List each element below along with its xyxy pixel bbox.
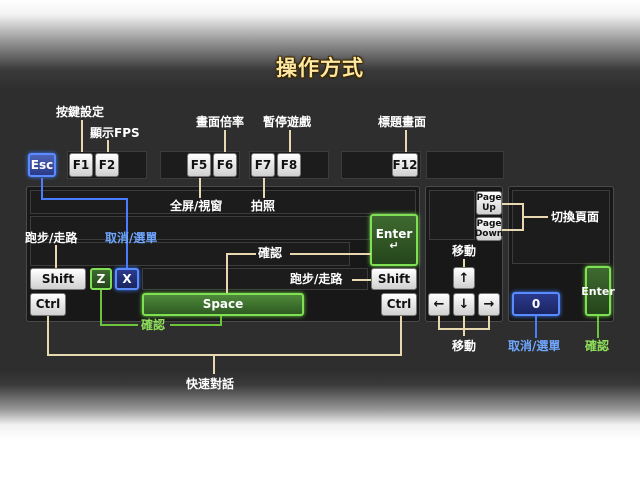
confirm-bottom-line-h1 — [100, 324, 138, 326]
move-bottom-line-left — [438, 316, 440, 330]
fullscreen-label: 全屏/視窗 — [170, 199, 223, 213]
move-top-label: 移動 — [452, 244, 477, 258]
arrow-up-key[interactable]: ↑ — [453, 267, 475, 289]
confirm-right-label: 確認 — [585, 339, 610, 353]
cancel-menu-right-label: 取消/選單 — [508, 339, 561, 353]
esc-key[interactable]: Esc — [28, 153, 56, 177]
cancel-line-vertical-1 — [41, 178, 43, 200]
run-walk-left-label: 跑步/走路 — [25, 231, 78, 245]
run-walk-right-label: 跑步/走路 — [290, 272, 343, 286]
enter-arrow-icon: ↵ — [389, 239, 399, 252]
f1-key[interactable]: F1 — [69, 153, 93, 177]
enter-key[interactable]: Enter ↵ — [370, 214, 418, 266]
key-row-2 — [30, 216, 370, 240]
run-walk-right-line — [352, 279, 371, 281]
nav-key-blanks — [429, 190, 475, 240]
right-shift-key[interactable]: Shift — [371, 268, 417, 290]
numpad-confirm-line — [597, 316, 599, 338]
space-key[interactable]: Space — [142, 293, 304, 316]
confirm-bottom-line-v2 — [220, 316, 222, 326]
show-fps-line — [107, 140, 109, 152]
f6-key[interactable]: F6 — [213, 153, 237, 177]
confirm-top-label: 確認 — [258, 246, 283, 260]
key-settings-line — [81, 120, 83, 152]
quick-dialog-line-h — [47, 354, 402, 356]
screen-scale-label: 畫面倍率 — [196, 115, 245, 129]
confirm-bottom-line-v — [100, 290, 102, 326]
arrow-down-key[interactable]: ↓ — [453, 293, 475, 316]
left-shift-key[interactable]: Shift — [30, 268, 86, 290]
function-row-group-5 — [426, 151, 504, 179]
numpad-blanks — [512, 190, 610, 264]
page-switch-line-h — [522, 216, 548, 218]
confirm-bottom-line-h2 — [170, 324, 222, 326]
page-up-key[interactable]: Page Up — [476, 191, 502, 215]
arrow-left-key[interactable]: ← — [428, 293, 450, 316]
pause-line — [289, 130, 291, 152]
quick-dialog-line-right — [400, 316, 402, 356]
move-bottom-label: 移動 — [452, 339, 477, 353]
x-key[interactable]: X — [115, 268, 139, 290]
title-screen-label: 標題畫面 — [378, 115, 427, 129]
f5-key[interactable]: F5 — [187, 153, 211, 177]
page-switch-line-bottom — [502, 229, 524, 231]
cancel-line-vertical-2 — [126, 198, 128, 268]
quick-dialog-label: 快速對話 — [186, 377, 235, 391]
numpad-enter-key[interactable]: Enter — [581, 266, 615, 316]
title-screen-line — [405, 130, 407, 152]
screenshot-line — [263, 178, 265, 198]
confirm-top-line-h2 — [290, 253, 371, 255]
key-settings-label: 按鍵設定 — [56, 105, 105, 119]
move-bottom-line-mid — [463, 316, 465, 336]
f12-key[interactable]: F12 — [392, 153, 418, 177]
page-switch-label: 切換頁面 — [551, 210, 600, 224]
move-top-line — [463, 259, 465, 267]
page-down-key[interactable]: Page Down — [474, 217, 504, 241]
right-ctrl-key[interactable]: Ctrl — [381, 293, 417, 316]
fullscreen-line — [199, 178, 201, 198]
f8-key[interactable]: F8 — [277, 153, 301, 177]
f2-key[interactable]: F2 — [95, 153, 119, 177]
quick-dialog-line-down — [213, 354, 215, 374]
f7-key[interactable]: F7 — [251, 153, 275, 177]
page-title: 操作方式 — [276, 56, 364, 80]
confirm-bottom-label: 確認 — [141, 318, 166, 332]
screen-scale-line — [224, 130, 226, 152]
show-fps-label: 顯示FPS — [90, 126, 140, 140]
arrow-right-key[interactable]: → — [478, 293, 500, 316]
confirm-top-line-h1 — [226, 253, 256, 255]
screenshot-label: 拍照 — [251, 199, 276, 213]
page-switch-line-top — [502, 203, 524, 205]
cancel-line-horizontal — [41, 198, 128, 200]
numpad-zero-key[interactable]: 0 — [512, 292, 560, 316]
z-key[interactable]: Z — [90, 268, 112, 290]
quick-dialog-line-left — [47, 316, 49, 356]
enter-key-label: Enter — [375, 227, 413, 241]
left-ctrl-key[interactable]: Ctrl — [30, 293, 66, 316]
numpad-cancel-line — [535, 316, 537, 338]
run-walk-left-line — [55, 245, 57, 268]
pause-label: 暫停遊戲 — [263, 115, 312, 129]
confirm-top-line-v — [226, 253, 228, 293]
move-bottom-line-right — [488, 316, 490, 330]
cancel-menu-left-label: 取消/選單 — [105, 231, 158, 245]
key-row-1 — [30, 190, 416, 214]
